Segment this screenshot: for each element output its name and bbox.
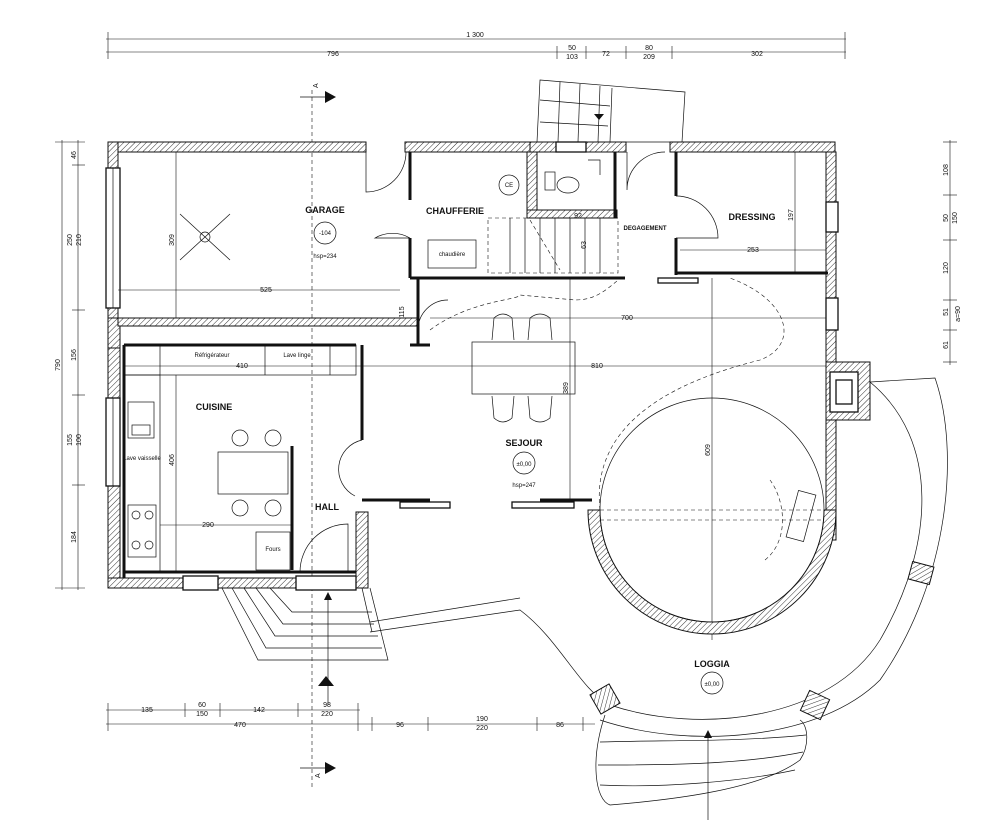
sejour-level: ±0,00 [517,462,533,468]
oven-label: Fours [265,547,280,553]
dim-253: 253 [747,247,759,254]
loggia: LOGGIA ±0,00 [361,377,948,737]
dim-right-a90: a=90 [955,306,962,322]
sejour-label: SEJOUR [505,438,543,448]
ce-label: CE [505,183,513,189]
dim-left-156: 156 [71,349,78,361]
garage-label: GARAGE [305,205,345,215]
entry-stairs [221,587,389,705]
dim-389: 389 [563,382,570,394]
dim-left-210: 210 [76,234,83,246]
hall-label: HALL [315,502,339,512]
washer-label: Lave linge [283,353,311,359]
dim-197: 197 [788,209,795,221]
chaufferie-room: CHAUFFERIE CE chaudière 115 [399,174,520,318]
stairs-internal [429,217,626,331]
dim-bottom-220: 220 [321,711,333,718]
right-dimensions: 108 50 150 120 61 51 a=90 [943,140,962,365]
dim-left-46: 46 [71,151,78,159]
dim-bottom-190: 190 [476,716,488,723]
dim-right-108: 108 [943,164,950,176]
cuisine-room: Réfrigérateur Lave linge 410 810 Lave va… [123,344,830,573]
loggia-level: ±0,00 [705,682,721,688]
dim-top-103: 103 [566,54,578,61]
dim-garage-309: 309 [169,234,176,246]
dim-bottom-98: 98 [323,702,331,709]
dim-top-total: 1 300 [466,32,484,39]
stairs-top [536,79,686,143]
dim-63: 63 [581,241,588,249]
windows [105,167,839,591]
section-marker-top: A [313,83,320,88]
dim-bottom-135: 135 [141,707,153,714]
dishwasher-label: Lave vaisselle [123,456,161,462]
dim-92: 92 [574,213,582,220]
dim-left-100: 100 [76,434,83,446]
dim-410: 410 [236,363,248,370]
garage-room: GARAGE -104 hsp=234 309 525 [118,152,400,318]
dim-right-120: 120 [943,262,950,274]
section-line-a: A A [300,83,336,790]
round-bay [587,277,837,635]
loggia-label: LOGGIA [694,659,730,669]
section-marker-bottom: A [315,773,322,778]
dim-290: 290 [202,522,214,529]
dim-right-61: 61 [943,341,950,349]
sejour-room: 700 389 SEJOUR ±0,00 hsp=247 609 [430,278,826,640]
dressing-label: DRESSING [728,212,775,222]
dim-609: 609 [705,444,712,456]
sejour-height: hsp=247 [512,483,536,489]
dim-115: 115 [399,306,406,317]
degagement-label: DEGAGEMENT [623,226,666,232]
dim-garage-525: 525 [260,287,272,294]
left-dimensions: 790 46 250 210 156 155 100 184 [55,140,85,590]
dim-top-72: 72 [602,51,610,58]
dressing-room: DRESSING 197 253 [680,152,826,273]
dim-right-50: 50 [943,214,950,222]
dim-left-155: 155 [67,434,74,446]
dim-top-50: 50 [568,45,576,52]
garage-height: hsp=234 [313,254,337,260]
dim-left-790: 790 [55,359,62,371]
dim-bottom-96: 96 [396,722,404,729]
top-dimensions: 1 300 796 50 103 72 80 209 302 [106,32,846,61]
dim-bottom-86: 86 [556,722,564,729]
bottom-dimensions: 135 60 150 142 98 220 470 96 190 220 86 [106,702,595,732]
loggia-stairs [595,714,808,820]
boiler-label: chaudière [439,252,466,258]
dim-bottom-220b: 220 [476,725,488,732]
dim-bottom-150: 150 [196,711,208,718]
cuisine-label: CUISINE [196,402,233,412]
dim-bottom-60: 60 [198,702,206,709]
dim-bottom-470: 470 [234,722,246,729]
dim-700: 700 [621,315,633,322]
fridge-label: Réfrigérateur [194,353,229,359]
dim-top-796: 796 [327,51,339,58]
dim-top-209: 209 [643,54,655,61]
dim-406: 406 [169,454,176,466]
dim-left-250: 250 [67,234,74,246]
wc: 92 63 [544,141,601,249]
dim-bottom-142: 142 [253,707,265,714]
dim-right-150: 150 [952,212,959,224]
dim-top-80: 80 [645,45,653,52]
chaufferie-label: CHAUFFERIE [426,206,484,216]
dim-left-184: 184 [71,531,78,543]
dim-top-302: 302 [751,51,763,58]
dim-right-51: 51 [943,308,950,316]
dim-810: 810 [591,363,603,370]
fireplace [825,361,871,421]
garage-level: -104 [319,231,332,237]
doors [299,151,719,573]
